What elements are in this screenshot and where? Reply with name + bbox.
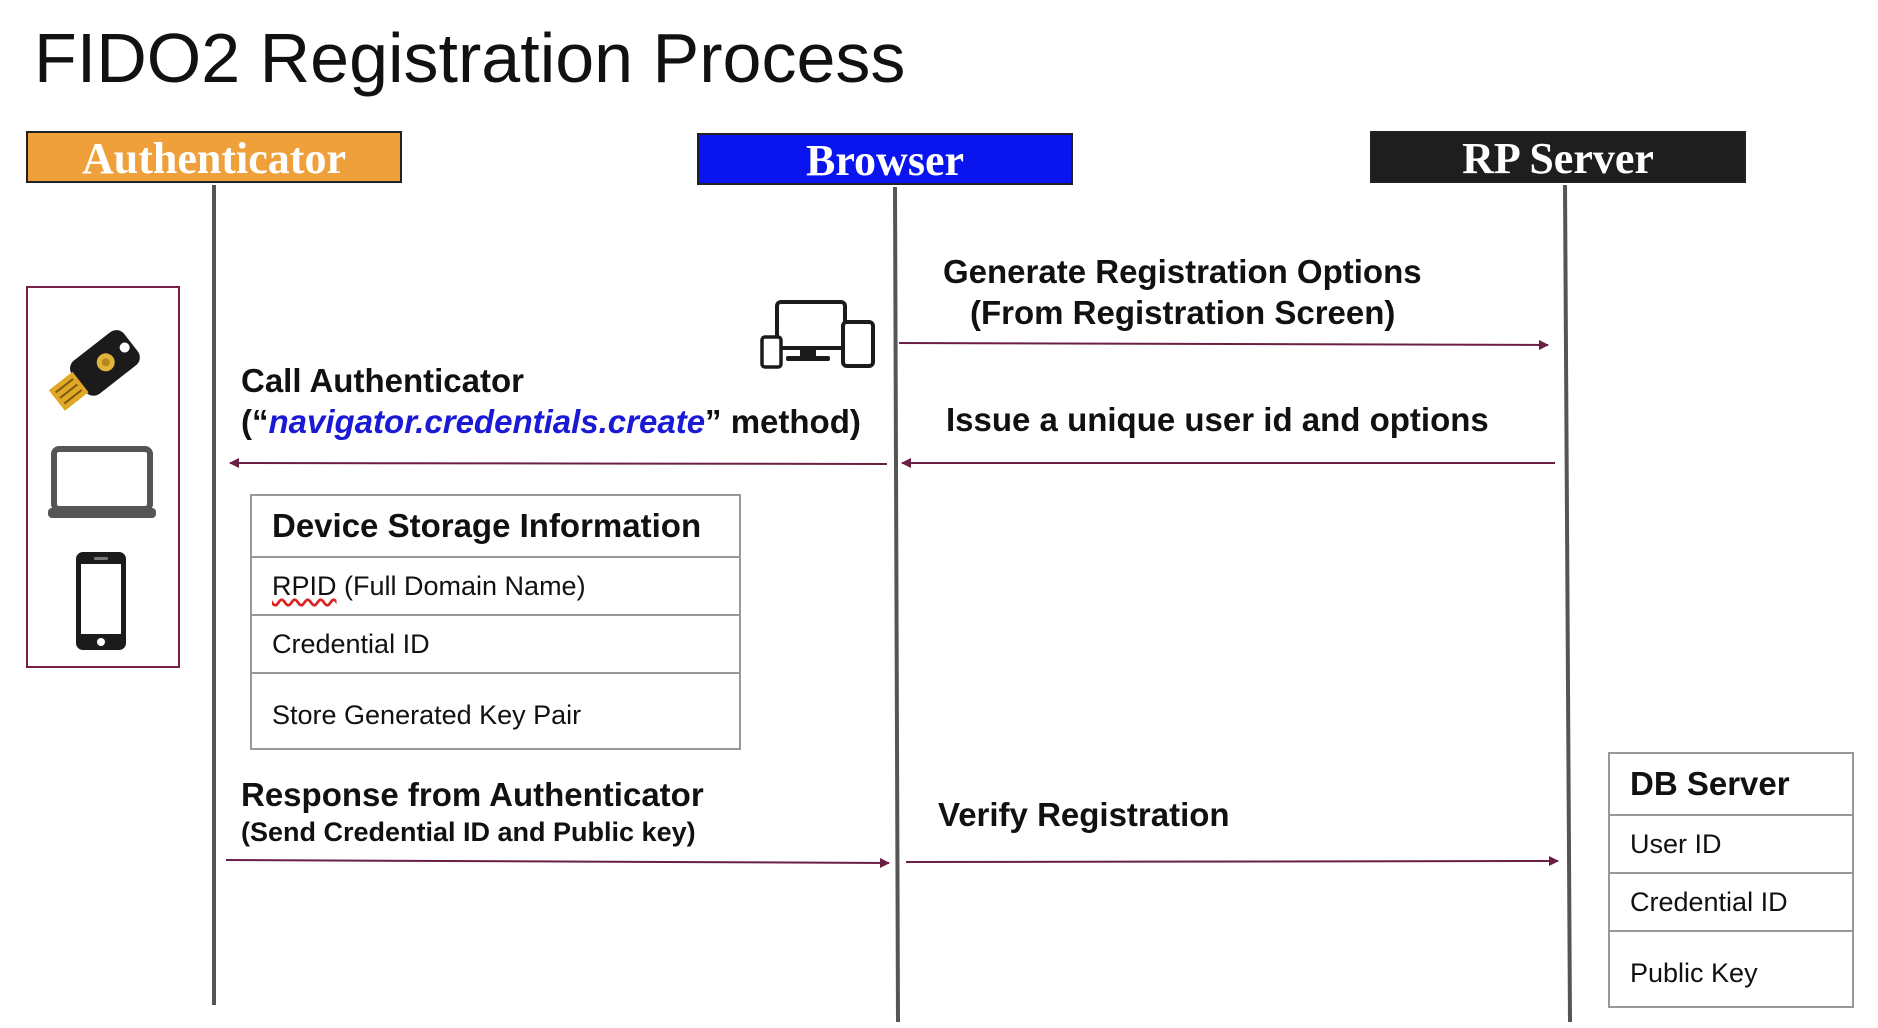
rp-server-header-label: RP Server bbox=[1462, 134, 1654, 183]
call-method-prefix: (“ bbox=[241, 403, 269, 440]
db-server-header: DB Server bbox=[1630, 765, 1790, 802]
call-authenticator-line2: (“navigator.credentials.create” method) bbox=[241, 403, 861, 441]
response-label: Response from Authenticator (Send Creden… bbox=[241, 776, 704, 848]
db-server-table: DB Server User ID Credential ID Public K… bbox=[1608, 752, 1854, 1008]
call-method-suffix: ” method) bbox=[705, 403, 861, 440]
verify-registration-label: Verify Registration bbox=[938, 796, 1230, 833]
rpid-term: RPID bbox=[272, 570, 337, 601]
issue-user-id-label: Issue a unique user id and options bbox=[946, 401, 1489, 438]
device-storage-table: Device Storage Information RPID (Full Do… bbox=[250, 494, 741, 750]
generate-options-arrow bbox=[898, 339, 1549, 350]
device-storage-row-rpid: RPID (Full Domain Name) bbox=[252, 556, 739, 614]
rp-server-lifeline bbox=[1563, 184, 1572, 1023]
rp-server-header: RP Server bbox=[1370, 131, 1746, 183]
response-line2: (Send Credential ID and Public key) bbox=[241, 817, 696, 847]
generate-options-line2: (From Registration Screen) bbox=[970, 294, 1396, 331]
page-title: FIDO2 Registration Process bbox=[34, 19, 906, 97]
browser-header: Browser bbox=[697, 133, 1073, 185]
db-server-row-credential-id: Credential ID bbox=[1610, 872, 1852, 930]
device-storage-row-key-pair: Store Generated Key Pair bbox=[252, 672, 739, 748]
security-key-icon bbox=[48, 330, 140, 411]
rpid-description: (Full Domain Name) bbox=[336, 570, 586, 601]
call-authenticator-arrow bbox=[229, 458, 888, 469]
db-server-row-user-id: User ID bbox=[1610, 814, 1852, 872]
authenticator-devices-frame bbox=[26, 286, 180, 668]
generate-options-line1: Generate Registration Options bbox=[943, 253, 1422, 290]
call-authenticator-label: Call Authenticator (“navigator.credentia… bbox=[241, 362, 861, 441]
generate-options-label: Generate Registration Options (From Regi… bbox=[943, 253, 1422, 332]
browser-header-label: Browser bbox=[805, 136, 965, 185]
call-method-name: navigator.credentials.create bbox=[268, 403, 706, 440]
call-authenticator-line1: Call Authenticator bbox=[241, 362, 524, 399]
verify-registration-arrow bbox=[905, 856, 1559, 867]
smartphone-icon bbox=[76, 552, 126, 650]
multi-device-icon bbox=[760, 300, 875, 369]
laptop-icon bbox=[48, 446, 156, 518]
db-server-row-public-key: Public Key bbox=[1610, 930, 1852, 1006]
browser-lifeline bbox=[893, 186, 900, 1023]
authenticator-header: Authenticator bbox=[26, 131, 402, 183]
authenticator-header-label: Authenticator bbox=[82, 134, 346, 183]
response-arrow bbox=[225, 857, 890, 868]
device-storage-header: Device Storage Information bbox=[272, 507, 702, 544]
response-line1: Response from Authenticator bbox=[241, 776, 704, 813]
device-storage-row-credential-id: Credential ID bbox=[252, 614, 739, 672]
